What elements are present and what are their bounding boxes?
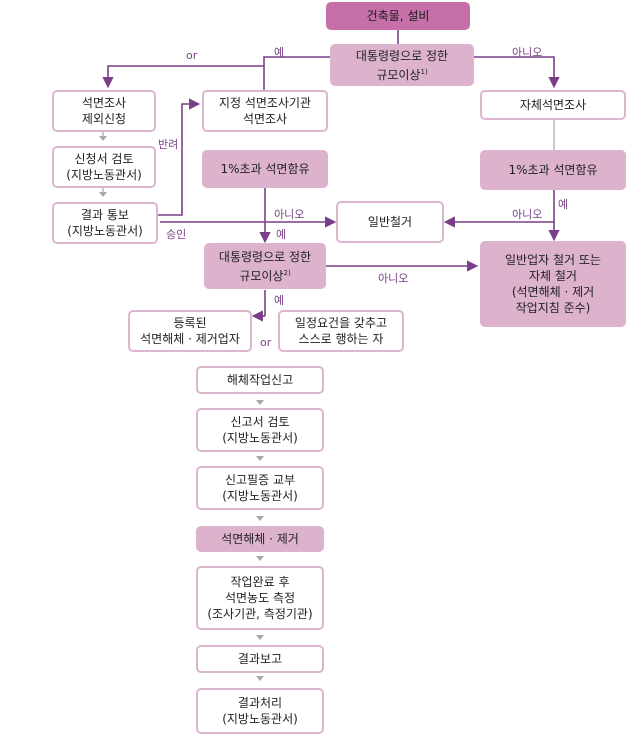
node-measurement-line1: 작업완료 후 [230,575,290,589]
label-or-top: or [186,49,198,62]
node-scale2: 대통령령으로 정한 규모이상2) [204,243,326,289]
label-approved: 승인 [166,228,187,241]
node-scale1-line2: 규모이상1) [376,64,427,83]
node-review-report: 신고서 검토 (지방노동관서) [196,408,324,452]
node-pct-left: 1%초과 석면함유 [202,150,328,188]
node-notify-result-line1: 결과 통보 [81,208,129,222]
node-review-application-line2: (지방노동관서) [66,168,142,182]
label-yes-right: 예 [558,198,569,211]
footnote-2: 2) [283,268,291,277]
node-general-contractor-line4: 작업지침 준수) [515,301,591,315]
label-no-scale2: 아니오 [378,272,409,285]
node-notify-result: 결과 통보 (지방노동관서) [52,202,158,244]
node-general-contractor-line1: 일반업자 철거 또는 [505,253,601,267]
node-general-contractor-line3: (석면해체 · 제거 [511,285,595,299]
node-scale1: 대통령령으로 정한 규모이상1) [330,44,474,86]
node-request-exemption-line2: 제외신청 [81,112,127,126]
node-request-exemption: 석면조사 제외신청 [52,90,156,132]
node-pct-left-text: 1%초과 석면함유 [220,162,310,176]
node-issue-certificate-line1: 신고필증 교부 [224,473,296,487]
node-measurement-line3: (조사기관, 측정기관) [207,607,313,621]
label-no-top: 아니오 [512,46,543,59]
node-asbestos-removal-text: 석면해체 · 제거 [221,532,299,546]
node-general-contractor-line2: 자체 철거 [529,269,577,283]
node-scale2-line2-text: 규모이상 [239,268,284,283]
node-result-process: 결과처리 (지방노동관서) [196,688,324,734]
label-yes-mid-left: 예 [276,228,287,241]
label-no-mid-left: 아니오 [274,208,305,221]
node-self-survey-text: 자체석면조사 [519,98,587,112]
label-yes-scale2: 예 [274,294,285,307]
node-self-survey: 자체석면조사 [480,90,626,120]
node-building: 건축물, 설비 [326,2,470,30]
node-general-contractor: 일반업자 철거 또는 자체 철거 (석면해체 · 제거 작업지침 준수) [480,241,626,327]
node-designated-survey-line2: 석면조사 [242,112,288,126]
node-pct-right: 1%초과 석면함유 [480,150,626,190]
label-rejected: 반려 [158,138,179,151]
node-designated-survey-line1: 지정 석면조사기관 [218,96,312,110]
label-yes-top: 예 [274,46,285,59]
footnote-1: 1) [420,67,428,76]
node-self-qualified-line1: 일정요건을 갖추고 [294,316,388,330]
node-issue-certificate-line2: (지방노동관서) [222,489,298,503]
node-measurement-line2: 석면농도 측정 [224,591,296,605]
node-designated-survey: 지정 석면조사기관 석면조사 [202,90,328,132]
node-review-application: 신청서 검토 (지방노동관서) [52,146,156,188]
node-scale2-line2: 규모이상2) [239,265,290,284]
node-review-application-line1: 신청서 검토 [74,152,134,166]
node-registered-contractor-line2: 석면해체 · 제거업자 [140,332,240,346]
node-scale1-line1: 대통령령으로 정한 [355,48,449,63]
node-result-process-line1: 결과처리 [237,696,283,710]
node-result-process-line2: (지방노동관서) [222,712,298,726]
node-review-report-line1: 신고서 검토 [230,415,290,429]
node-scale1-line2-text: 규모이상 [376,67,421,82]
node-general-demolition-text: 일반철거 [367,215,413,229]
node-review-report-line2: (지방노동관서) [222,431,298,445]
node-asbestos-removal: 석면해체 · 제거 [196,526,324,552]
node-self-qualified: 일정요건을 갖추고 스스로 행하는 자 [278,310,404,352]
node-issue-certificate: 신고필증 교부 (지방노동관서) [196,466,324,510]
node-demolition-report-text: 해체작업신고 [226,373,294,387]
node-building-text: 건축물, 설비 [366,9,430,23]
node-registered-contractor-line1: 등록된 [173,316,207,330]
node-request-exemption-line1: 석면조사 [81,96,127,110]
label-or-bottom: or [260,336,272,349]
node-result-report: 결과보고 [196,645,324,673]
node-registered-contractor: 등록된 석면해체 · 제거업자 [128,310,252,352]
label-no-mid-right: 아니오 [512,208,543,221]
node-result-report-text: 결과보고 [237,652,283,666]
node-pct-right-text: 1%초과 석면함유 [508,163,598,177]
node-self-qualified-line2: 스스로 행하는 자 [298,332,384,346]
node-demolition-report: 해체작업신고 [196,366,324,394]
node-scale2-line1: 대통령령으로 정한 [218,249,312,264]
node-measurement: 작업완료 후 석면농도 측정 (조사기관, 측정기관) [196,566,324,630]
node-notify-result-line2: (지방노동관서) [67,224,143,238]
node-general-demolition: 일반철거 [336,201,444,243]
